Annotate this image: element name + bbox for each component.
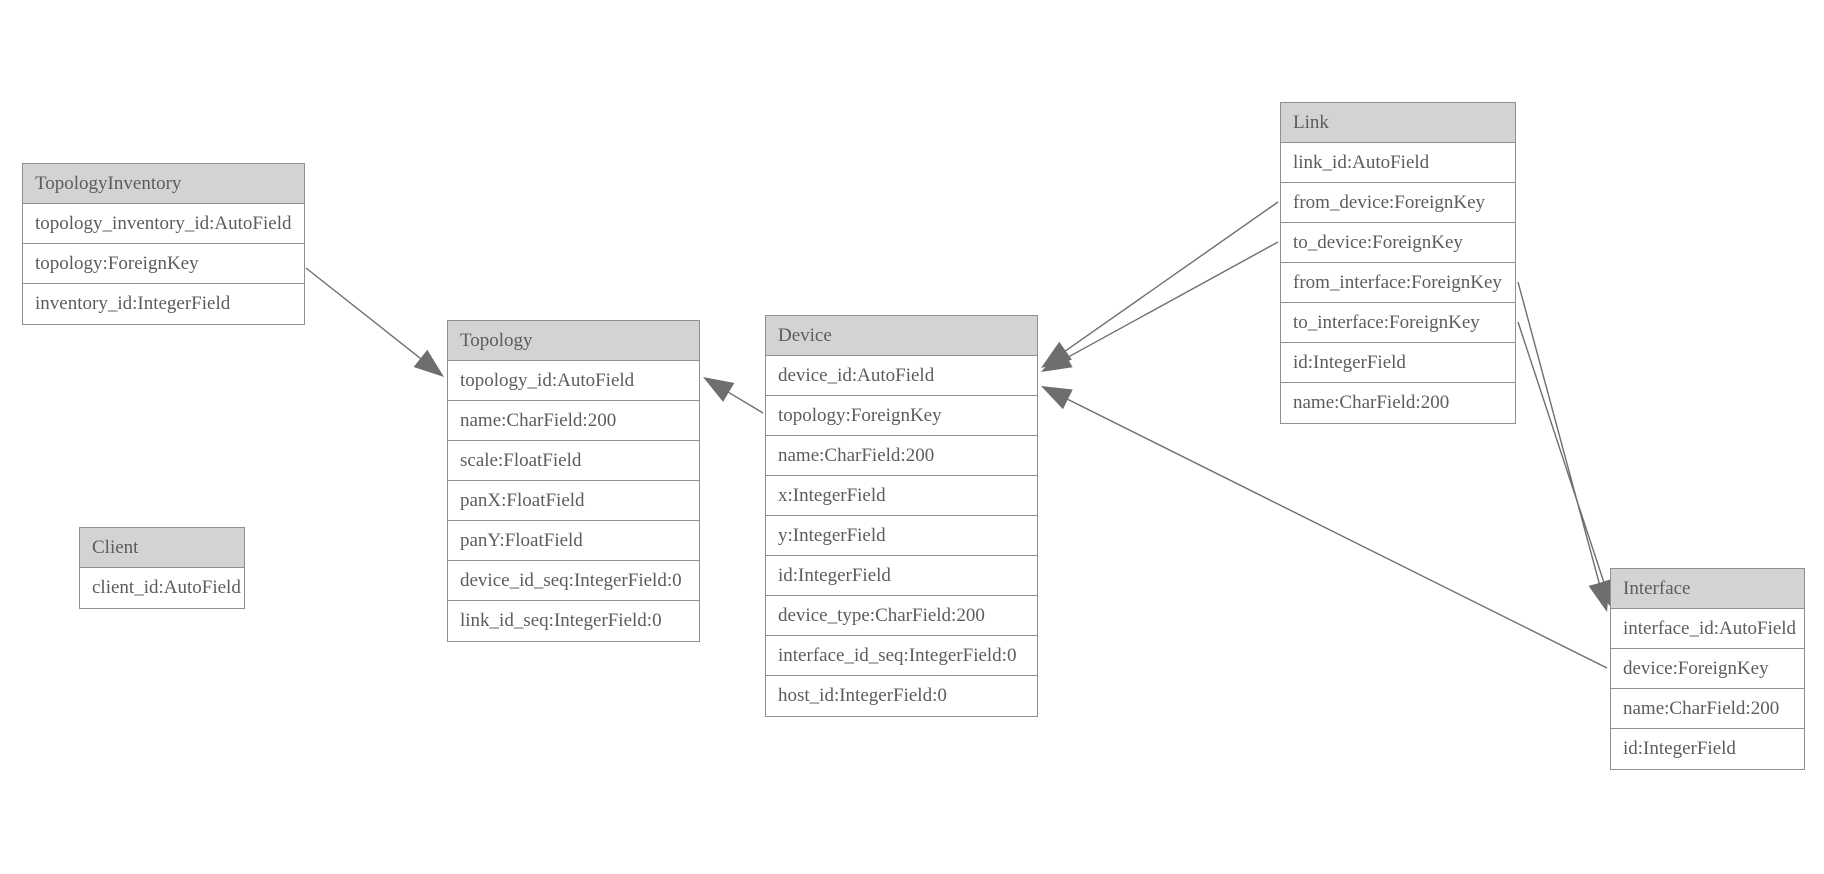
entity-field-row[interactable]: topology:ForeignKey bbox=[766, 396, 1037, 436]
entity-field-row[interactable]: interface_id_seq:IntegerField:0 bbox=[766, 636, 1037, 676]
entity-field-row[interactable]: from_device:ForeignKey bbox=[1281, 183, 1515, 223]
relationship-line bbox=[1065, 201, 1279, 352]
entity-field-row[interactable]: device:ForeignKey bbox=[1611, 649, 1804, 689]
entity-field-row[interactable]: device_id:AutoField bbox=[766, 356, 1037, 396]
entity-field-row[interactable]: name:CharField:200 bbox=[448, 401, 699, 441]
entity-title-topology: Topology bbox=[448, 321, 699, 361]
entity-field-row[interactable]: topology:ForeignKey bbox=[23, 244, 304, 284]
relationship-line bbox=[1517, 321, 1605, 582]
relationship-line bbox=[728, 391, 764, 414]
entity-field-row[interactable]: device_type:CharField:200 bbox=[766, 596, 1037, 636]
relationship-arrowhead bbox=[1588, 580, 1610, 612]
entity-field-row[interactable]: name:CharField:200 bbox=[1611, 689, 1804, 729]
entity-field-row[interactable]: link_id:AutoField bbox=[1281, 143, 1515, 183]
relationship-interface-device bbox=[1041, 386, 1608, 669]
entity-field-row[interactable]: to_device:ForeignKey bbox=[1281, 223, 1515, 263]
entity-title-device: Device bbox=[766, 316, 1037, 356]
entity-field-row[interactable]: topology_inventory_id:AutoField bbox=[23, 204, 304, 244]
relationship-link-from-device bbox=[1041, 201, 1279, 368]
relationship-line bbox=[1517, 281, 1600, 584]
relationship-topologyinventory-topology bbox=[305, 267, 444, 377]
relationship-arrowhead bbox=[703, 377, 735, 402]
entity-field-row[interactable]: inventory_id:IntegerField bbox=[23, 284, 304, 324]
entity-fields-client: client_id:AutoField bbox=[80, 568, 244, 608]
entity-field-row[interactable]: device_id_seq:IntegerField:0 bbox=[448, 561, 699, 601]
entity-field-row[interactable]: scale:FloatField bbox=[448, 441, 699, 481]
relationship-line bbox=[1066, 241, 1279, 359]
relationship-arrowhead bbox=[1041, 386, 1073, 410]
entity-field-row[interactable]: topology_id:AutoField bbox=[448, 361, 699, 401]
entity-title-interface: Interface bbox=[1611, 569, 1804, 609]
entity-field-row[interactable]: link_id_seq:IntegerField:0 bbox=[448, 601, 699, 641]
relationship-arrowhead bbox=[413, 349, 444, 377]
entity-field-row[interactable]: to_interface:ForeignKey bbox=[1281, 303, 1515, 343]
relationship-link-from-interface bbox=[1517, 281, 1610, 612]
entity-title-client: Client bbox=[80, 528, 244, 568]
entity-field-row[interactable]: panX:FloatField bbox=[448, 481, 699, 521]
relationship-line bbox=[1067, 398, 1608, 669]
entity-field-row[interactable]: interface_id:AutoField bbox=[1611, 609, 1804, 649]
relationship-arrowhead bbox=[1041, 347, 1073, 372]
relationship-link-to-interface bbox=[1517, 321, 1615, 610]
entity-title-topology_inventory: TopologyInventory bbox=[23, 164, 304, 204]
entity-title-link: Link bbox=[1281, 103, 1515, 143]
relationship-device-topology bbox=[703, 377, 764, 414]
entity-field-row[interactable]: y:IntegerField bbox=[766, 516, 1037, 556]
entity-field-row[interactable]: id:IntegerField bbox=[1281, 343, 1515, 383]
entity-field-row[interactable]: client_id:AutoField bbox=[80, 568, 244, 608]
entity-field-row[interactable]: host_id:IntegerField:0 bbox=[766, 676, 1037, 716]
entity-field-row[interactable]: id:IntegerField bbox=[766, 556, 1037, 596]
relationship-arrowhead bbox=[1041, 341, 1072, 368]
relationship-link-to-device bbox=[1041, 241, 1279, 372]
entity-field-row[interactable]: id:IntegerField bbox=[1611, 729, 1804, 769]
relationship-line bbox=[305, 267, 421, 359]
entity-field-row[interactable]: panY:FloatField bbox=[448, 521, 699, 561]
entity-field-row[interactable]: x:IntegerField bbox=[766, 476, 1037, 516]
entity-field-row[interactable]: name:CharField:200 bbox=[1281, 383, 1515, 423]
entity-field-row[interactable]: name:CharField:200 bbox=[766, 436, 1037, 476]
entity-field-row[interactable]: from_interface:ForeignKey bbox=[1281, 263, 1515, 303]
